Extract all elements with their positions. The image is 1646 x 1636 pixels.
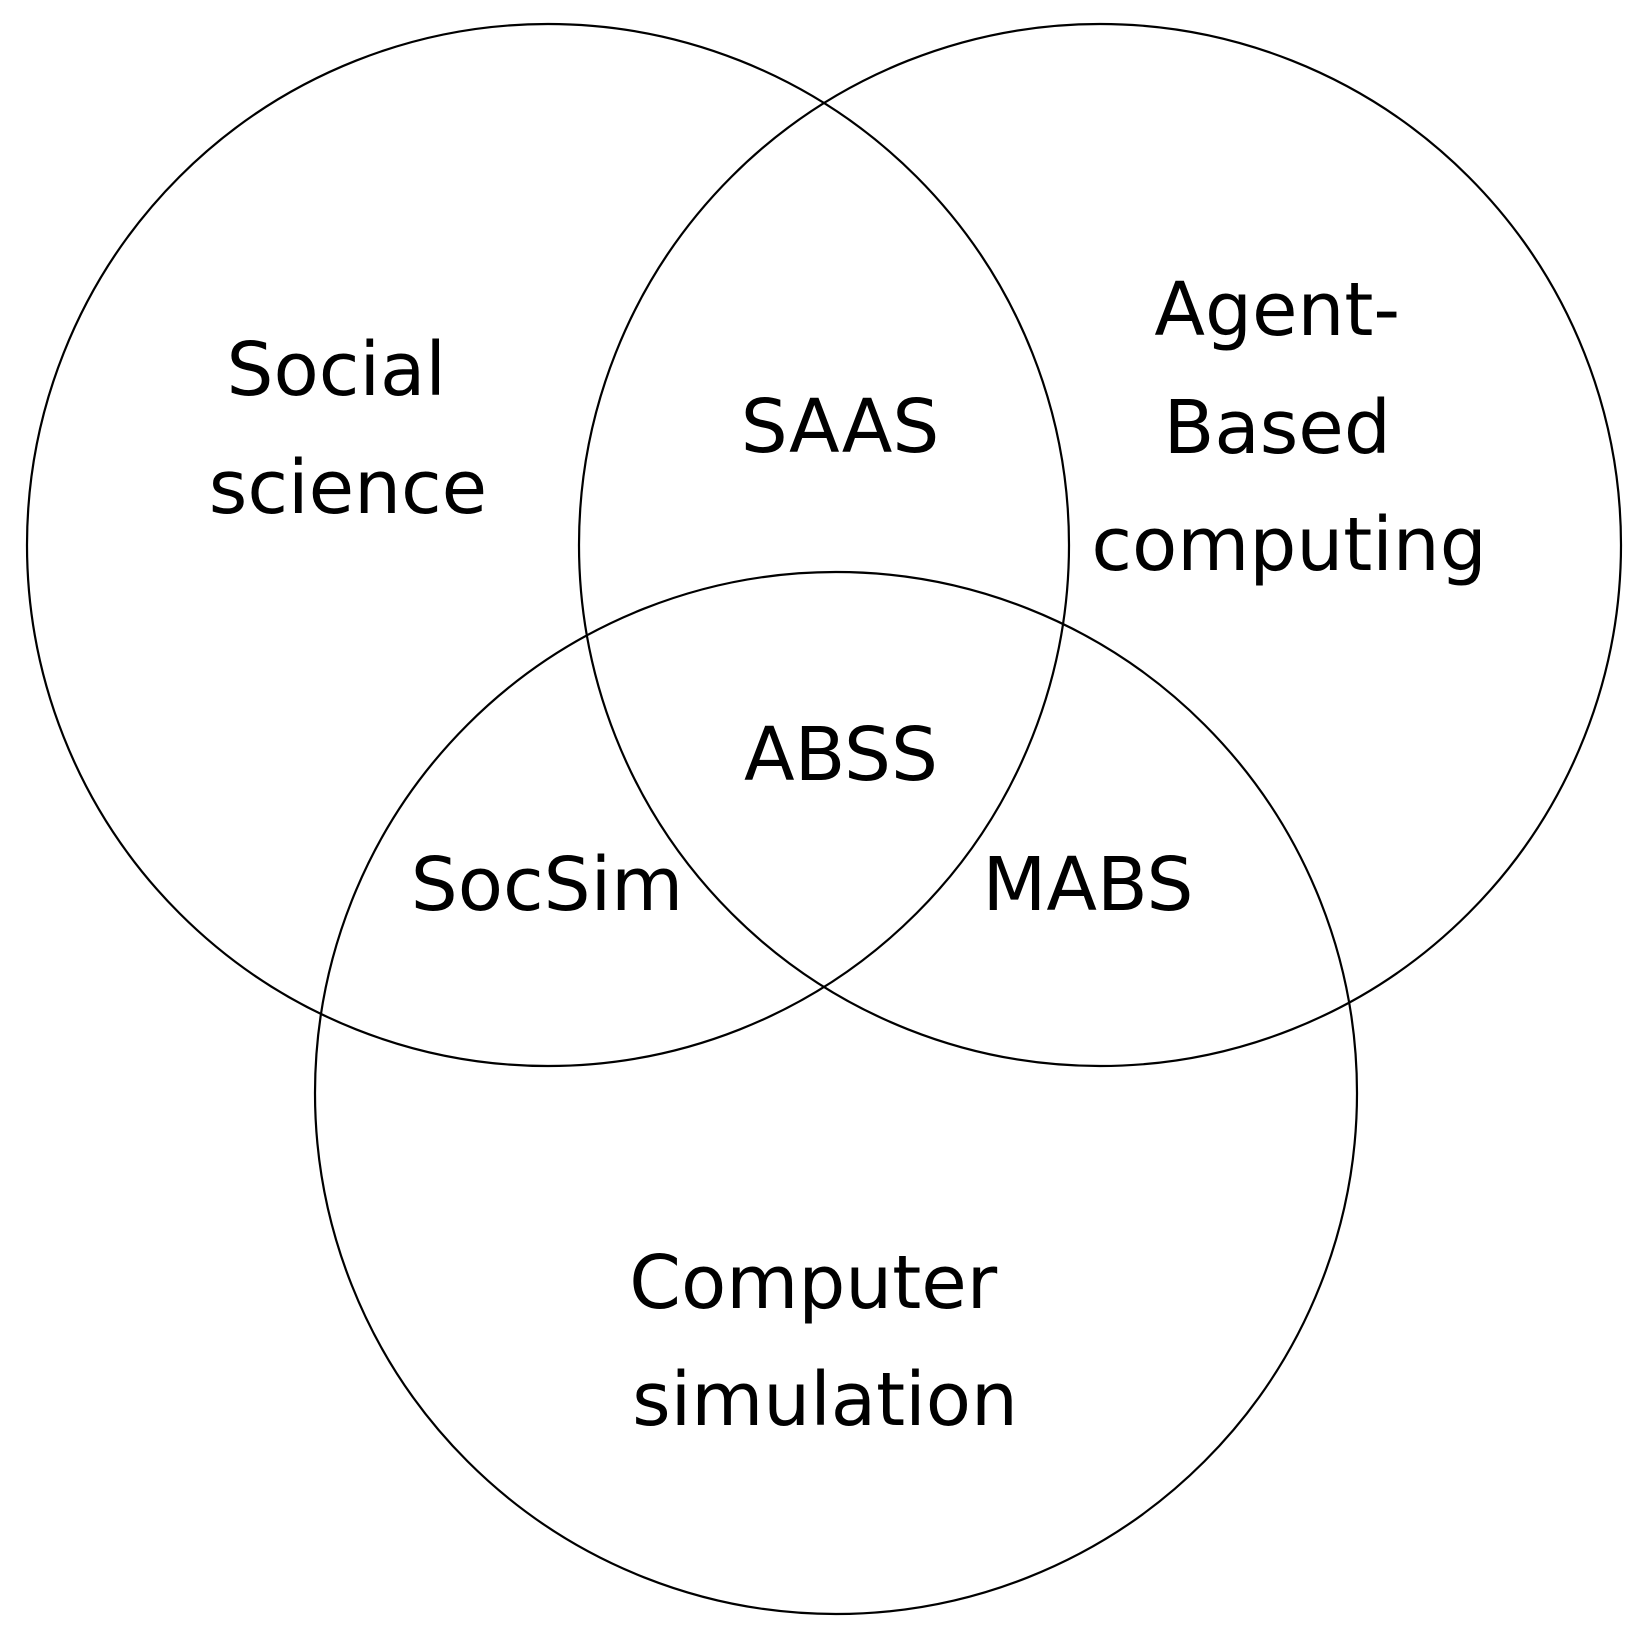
social-science-circle — [25, 22, 1071, 1068]
computer-simulation-label-line: Computer — [629, 1240, 997, 1326]
social-science-label: Social science — [209, 327, 487, 531]
social-science-label-line: Social — [227, 327, 446, 413]
agent-based-computing-circle — [577, 22, 1623, 1068]
agent-based-computing-label-line: Agent- — [1154, 267, 1400, 353]
socsim-label: SocSim — [411, 842, 684, 928]
computer-simulation-label-line: simulation — [632, 1357, 1018, 1443]
abss-label: ABSS — [744, 712, 938, 798]
mabs-label: MABS — [983, 842, 1194, 928]
computer-simulation-circle — [313, 570, 1359, 1616]
agent-based-computing-label: Agent- Based computing — [1091, 267, 1486, 588]
agent-based-computing-label-line: computing — [1091, 502, 1486, 588]
computer-simulation-label: Computer simulation — [629, 1240, 1020, 1443]
social-science-label-line: science — [209, 445, 487, 531]
saas-label: SAAS — [741, 384, 940, 470]
agent-based-computing-label-line: Based — [1164, 385, 1391, 471]
